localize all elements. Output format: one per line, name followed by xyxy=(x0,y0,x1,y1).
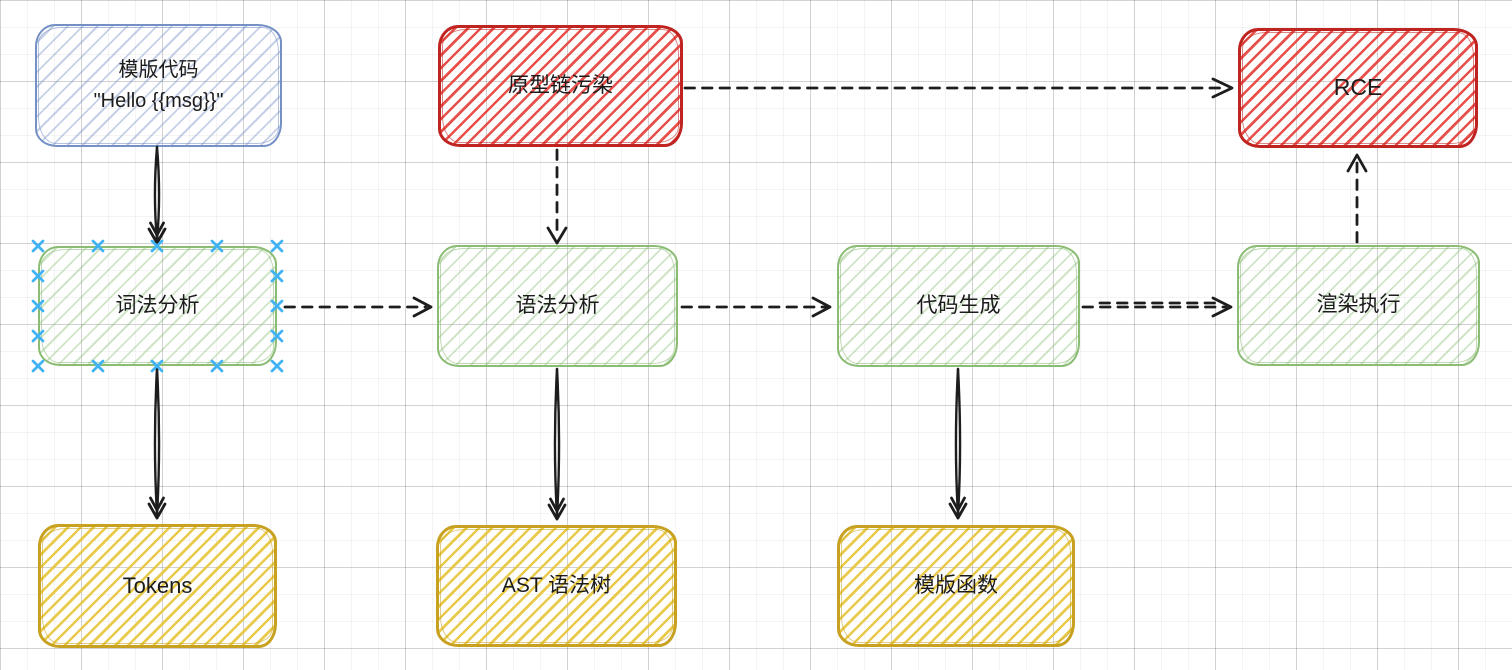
edge-codegen-to-template-function[interactable] xyxy=(948,367,968,520)
node-tokens[interactable]: Tokens xyxy=(38,524,277,648)
edge-lexical-to-syntax[interactable] xyxy=(283,296,433,318)
selection-handle xyxy=(31,239,45,253)
selection-handle xyxy=(31,359,45,373)
node-rce[interactable]: RCE xyxy=(1238,28,1478,148)
edge-render-to-rce[interactable] xyxy=(1346,153,1368,244)
selection-handle xyxy=(270,359,284,373)
node-label: Tokens xyxy=(122,572,193,598)
node-label: 词法分析 xyxy=(115,293,200,317)
node-label: RCE xyxy=(1333,74,1383,101)
node-template-code-label: 模版代码 "Hello {{msg}}" xyxy=(94,55,224,117)
edge-lexical-to-tokens[interactable] xyxy=(147,366,167,520)
node-label: 原型链污染 xyxy=(508,73,613,97)
edge-template-code-to-lexical[interactable] xyxy=(147,145,167,245)
node-syntax-analysis[interactable]: 语法分析 xyxy=(437,245,678,367)
node-code-generation[interactable]: 代码生成 xyxy=(837,245,1080,367)
node-template-function[interactable]: 模版函数 xyxy=(837,525,1075,647)
node-lexical-analysis[interactable]: 词法分析 xyxy=(38,246,277,366)
edge-prototype-pollution-to-rce[interactable] xyxy=(683,77,1234,99)
node-label-line2: "Hello {{msg}}" xyxy=(93,89,224,112)
edge-syntax-to-ast[interactable] xyxy=(547,367,567,521)
node-template-code[interactable]: 模版代码 "Hello {{msg}}" xyxy=(35,24,282,147)
selection-handle xyxy=(270,239,284,253)
node-label: 代码生成 xyxy=(916,293,1001,317)
node-ast-tree[interactable]: AST 语法树 xyxy=(436,525,677,647)
node-label: 模版函数 xyxy=(914,573,998,597)
node-prototype-pollution[interactable]: 原型链污染 xyxy=(438,25,683,147)
node-label: 渲染执行 xyxy=(1316,293,1401,317)
node-render-execution[interactable]: 渲染执行 xyxy=(1237,245,1480,366)
edge-prototype-pollution-to-syntax[interactable] xyxy=(546,148,568,245)
node-label: AST 语法树 xyxy=(501,573,612,597)
edge-codegen-to-render[interactable] xyxy=(1081,296,1233,318)
node-label: 语法分析 xyxy=(515,293,600,317)
node-label-line1: 模版代码 xyxy=(118,58,199,81)
edge-syntax-to-codegen[interactable] xyxy=(680,296,832,318)
